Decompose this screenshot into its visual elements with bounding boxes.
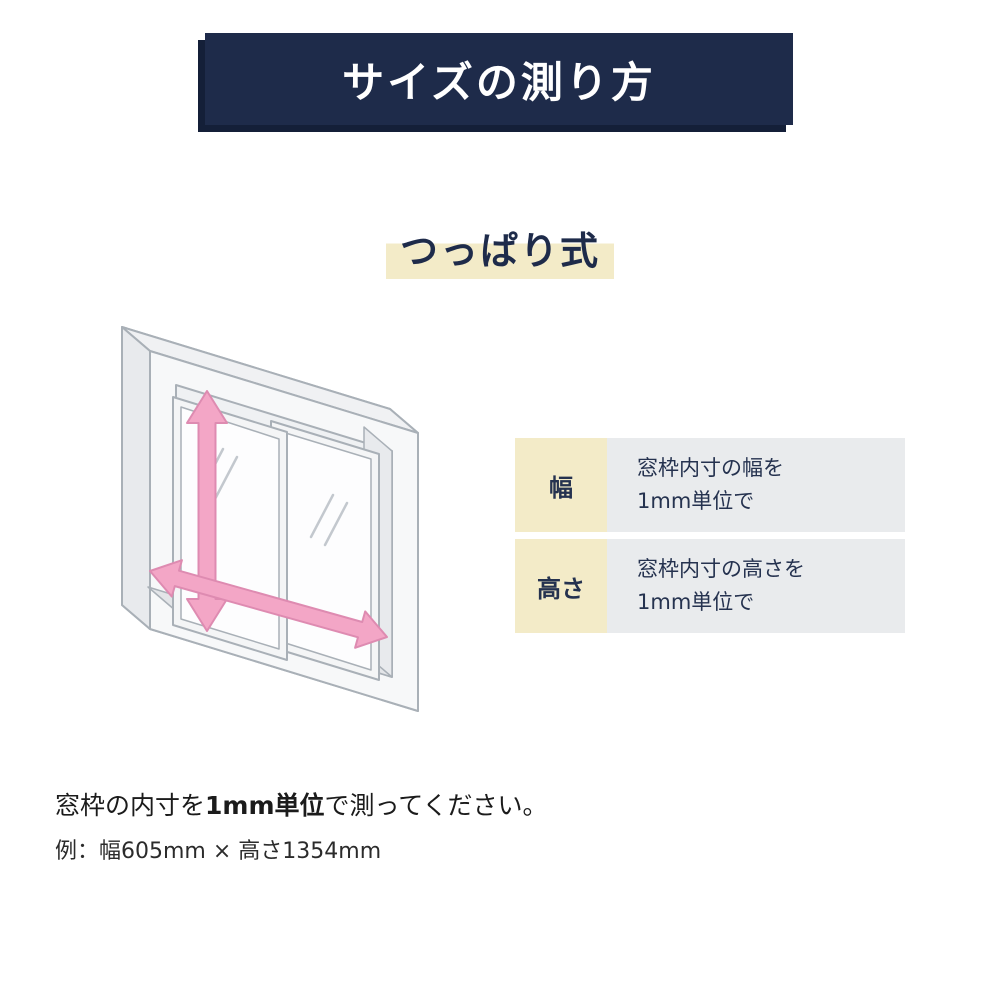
measurement-example: 例：幅605mm × 高さ1354mm — [55, 839, 382, 864]
spec-height-line2: 1mm単位で — [637, 590, 755, 614]
instruction-suffix: で測ってください。 — [324, 791, 548, 820]
spec-content-width: 窓枠内寸の幅を 1mm単位で — [607, 438, 905, 532]
page-title: サイズの測り方 — [342, 57, 656, 107]
subtitle-highlight: つっぱり式 — [385, 218, 614, 279]
spec-label-width: 幅 — [515, 438, 607, 532]
spec-width-line2: 1mm単位で — [637, 489, 755, 513]
width-arrow-icon — [149, 559, 388, 649]
instruction-prefix: 窓枠の内寸を — [55, 791, 206, 820]
height-arrow-icon — [186, 390, 228, 632]
title-banner: サイズの測り方 — [205, 33, 793, 125]
spec-table: 幅 窓枠内寸の幅を 1mm単位で 高さ 窓枠内寸の高さを 1mm単位で — [515, 438, 905, 640]
spec-row-height: 高さ 窓枠内寸の高さを 1mm単位で — [515, 539, 905, 633]
spec-content-height: 窓枠内寸の高さを 1mm単位で — [607, 539, 905, 633]
glass-pane-left — [172, 396, 288, 661]
measurement-instruction: 窓枠の内寸を1mm単位で測ってください。 — [55, 786, 548, 822]
spec-row-width: 幅 窓枠内寸の幅を 1mm単位で — [515, 438, 905, 532]
instruction-bold-unit: 1mm単位 — [205, 791, 325, 820]
spec-label-height: 高さ — [515, 539, 607, 633]
spec-height-line1: 窓枠内寸の高さを — [637, 557, 805, 582]
window-illustration — [95, 298, 475, 750]
measurement-note: 窓枠の内寸を1mm単位で測ってください。 例：幅605mm × 高さ1354mm — [55, 786, 548, 865]
window-illustration-svg — [121, 326, 419, 712]
spec-width-line1: 窓枠内寸の幅を — [637, 456, 784, 481]
subtitle-wrap: つっぱり式 — [0, 218, 1000, 279]
